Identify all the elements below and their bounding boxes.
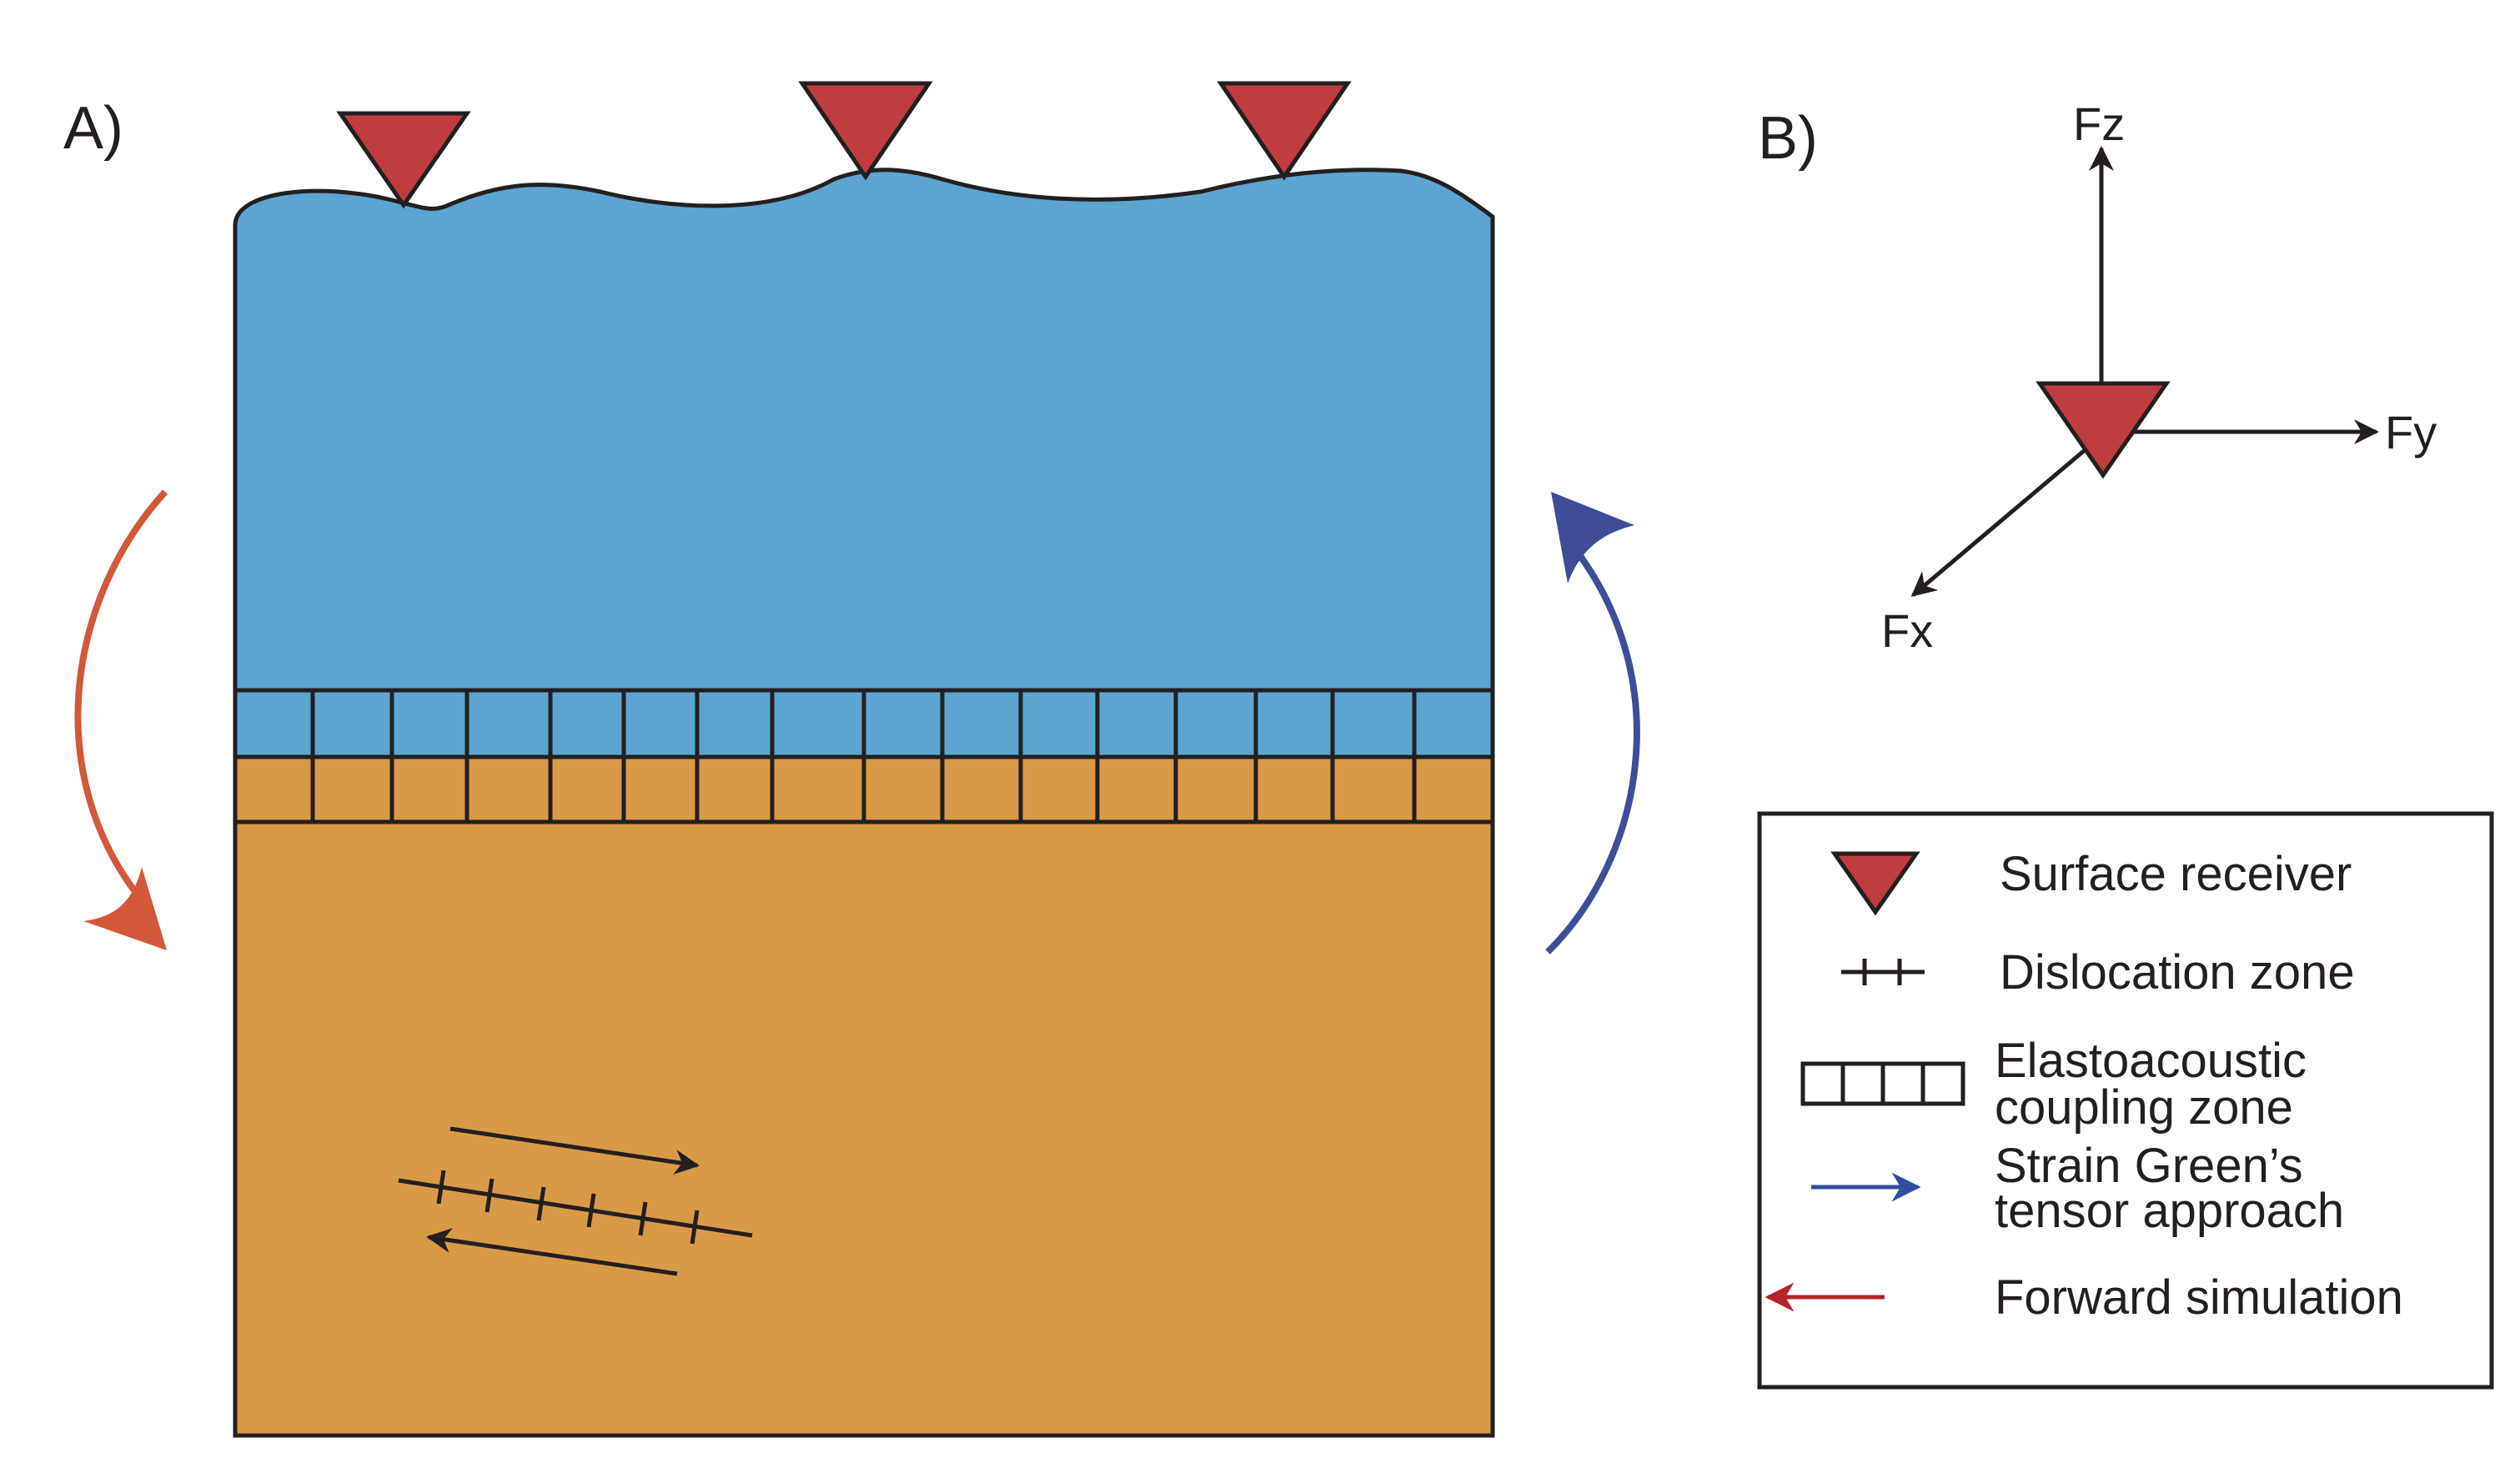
surface-receiver-3 <box>1217 81 1352 181</box>
dislocation-zone <box>398 1126 753 1276</box>
legend-surface-receiver: Surface receiver <box>2000 847 2352 901</box>
slip-arrow-upper <box>449 1126 700 1175</box>
legend-receiver-icon <box>1830 851 1920 916</box>
coupling-zone-earth-row <box>233 754 1495 824</box>
legend-coupling-icon <box>1800 1061 1965 1106</box>
solid-earth-layer <box>233 754 1495 1438</box>
forward-simulation-arrow <box>74 489 168 950</box>
ocean-layer <box>233 168 1495 704</box>
fy-label: Fy <box>2385 406 2437 458</box>
strain-green-arrow <box>1545 492 1640 954</box>
legend-dislocation-zone: Dislocation zone <box>2000 945 2355 1000</box>
surface-receiver-2 <box>798 81 933 181</box>
panel-a-label: A) <box>63 95 123 162</box>
fx-label: Fx <box>1881 604 1933 657</box>
legend-strain-green-line2: tensor approach <box>1995 1184 2344 1238</box>
legend-dislocation-icon <box>1841 959 1925 985</box>
force-axes <box>1910 146 2379 597</box>
fx-axis-arrow <box>1910 448 2086 597</box>
coupling-zone-ocean-row <box>233 688 1495 759</box>
legend-coupling-line2: coupling zone <box>1995 1080 2293 1135</box>
legend-forward-simulation: Forward simulation <box>1995 1270 2403 1325</box>
slip-arrow-lower <box>426 1228 678 1276</box>
force-receiver-icon <box>2036 381 2171 479</box>
legend: Surface receiver Dislocation zone Elasto… <box>1757 811 2494 1390</box>
fz-label: Fz <box>2073 98 2125 150</box>
panel-b-label: B) <box>1758 105 1818 172</box>
legend-coupling-line1: Elastoacoustic <box>1995 1034 2307 1088</box>
legend-strain-green-line1: Strain Green’s <box>1995 1139 2303 1193</box>
surface-receiver-1 <box>336 111 471 209</box>
